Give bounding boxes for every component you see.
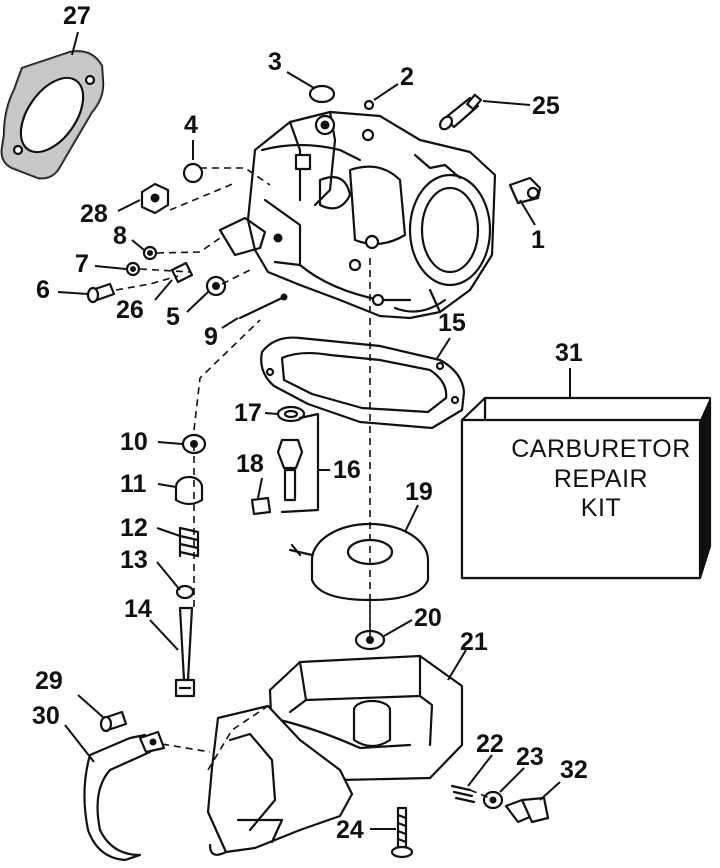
part-27-flange-gasket <box>0 50 105 180</box>
part-14-idle-needle <box>174 606 196 698</box>
callout-9: 9 <box>204 323 218 351</box>
callout-26: 26 <box>116 296 144 324</box>
callout-10: 10 <box>120 428 148 456</box>
part-25-fitting <box>438 93 483 131</box>
part-18-pin <box>250 496 272 516</box>
part-28-nut <box>140 182 170 215</box>
part-6-screw <box>86 282 116 304</box>
callout-25: 25 <box>532 92 560 120</box>
part-5-washer <box>205 275 227 297</box>
part-3-plug <box>308 84 336 104</box>
callout-7: 7 <box>75 250 89 278</box>
callout-24: 24 <box>336 816 364 844</box>
assembly-lines <box>115 167 491 799</box>
kit-label-line2: REPAIR <box>554 465 648 493</box>
part-8-washer <box>142 245 158 261</box>
part-26-jet <box>170 261 194 284</box>
part-22-spring <box>450 784 476 804</box>
callout-27: 27 <box>63 2 91 30</box>
part-11-packing <box>174 475 204 506</box>
part-29-screw <box>99 710 128 733</box>
callout-17: 17 <box>234 399 262 427</box>
callout-18: 18 <box>236 450 264 478</box>
part-13-washer <box>175 584 195 600</box>
callout-5: 5 <box>166 303 180 331</box>
callout-21: 21 <box>460 628 488 656</box>
part-9-pin <box>238 293 288 320</box>
leader-lines <box>57 31 571 830</box>
callout-29: 29 <box>35 667 63 695</box>
part-31-carburetor-repair-kit-box: CARBURETOR REPAIR KIT <box>460 396 712 580</box>
callout-19: 19 <box>405 478 433 506</box>
callout-31: 31 <box>555 339 583 367</box>
callout-2: 2 <box>400 63 414 91</box>
part-12-spring <box>178 526 200 558</box>
part-15-float-bowl-gasket <box>260 336 466 430</box>
part-7-washer <box>125 261 141 277</box>
callout-20: 20 <box>414 604 442 632</box>
callout-1: 1 <box>531 226 545 254</box>
callout-11: 11 <box>120 470 147 498</box>
callout-16: 16 <box>333 456 361 484</box>
part-20-gasket <box>354 629 386 651</box>
callout-6: 6 <box>36 276 50 304</box>
callout-4: 4 <box>184 111 198 139</box>
part-2-ball <box>363 99 375 111</box>
callout-22: 22 <box>476 730 504 758</box>
bowl-bracket <box>206 704 354 856</box>
carburetor-body <box>218 110 497 320</box>
callout-14: 14 <box>124 595 152 623</box>
callout-13: 13 <box>120 546 148 574</box>
part-16-needle-and-seat <box>276 412 320 514</box>
callout-28: 28 <box>80 200 108 228</box>
callout-8: 8 <box>113 222 127 250</box>
part-23-washer <box>482 790 504 810</box>
callout-12: 12 <box>120 514 148 542</box>
kit-label-line3: KIT <box>581 494 621 522</box>
callout-32: 32 <box>560 756 588 784</box>
part-4-ball <box>182 162 204 184</box>
part-32-plug <box>504 796 550 824</box>
callout-numbers: 27 3 2 25 4 28 1 8 7 6 26 5 9 15 31 17 1… <box>32 2 588 844</box>
callout-3: 3 <box>268 48 282 76</box>
kit-label-line1: CARBURETOR <box>511 435 691 463</box>
part-30-clamp <box>83 730 166 862</box>
callout-15: 15 <box>438 309 466 337</box>
part-1-screw <box>508 176 542 205</box>
callout-23: 23 <box>516 743 544 771</box>
part-24-screw <box>390 806 414 859</box>
part-19-float <box>288 522 430 602</box>
callout-30: 30 <box>32 702 60 730</box>
part-21-float-bowl <box>267 654 464 782</box>
